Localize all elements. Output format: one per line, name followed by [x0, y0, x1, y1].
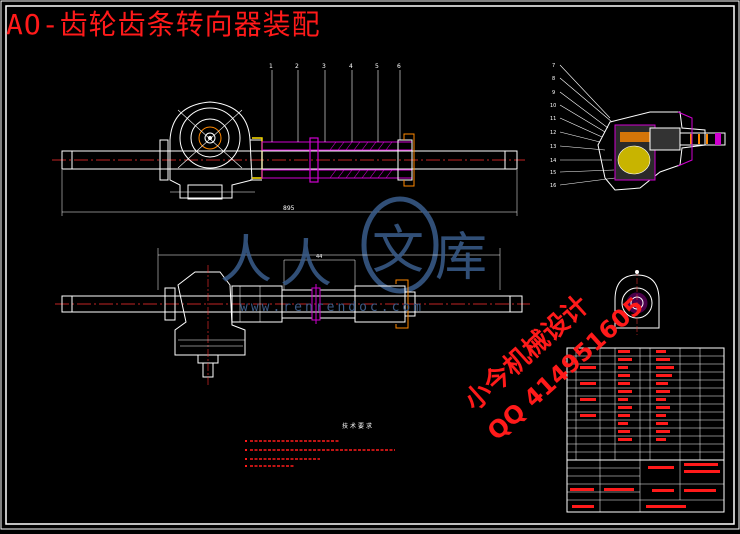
svg-text:14: 14: [550, 158, 556, 164]
end-section-view: [614, 270, 660, 335]
dim-center: 44: [316, 254, 322, 260]
tech-heading: 技术要求: [342, 422, 374, 430]
watermark-char-1: 人: [220, 231, 273, 291]
svg-text:3: 3: [322, 63, 326, 70]
svg-text:16: 16: [550, 183, 556, 189]
svg-text:12: 12: [550, 130, 556, 136]
watermark-logo: [361, 196, 439, 294]
drawing-title: AO-齿轮齿条转向器装配: [6, 8, 321, 41]
svg-text:8: 8: [552, 76, 555, 82]
top-view: 44: [55, 248, 530, 385]
svg-text:5: 5: [375, 63, 379, 70]
svg-text:9: 9: [552, 90, 555, 96]
svg-text:2: 2: [295, 63, 299, 70]
parts-list-table: [566, 347, 725, 513]
svg-text:4: 4: [349, 63, 353, 70]
svg-text:11: 11: [550, 116, 556, 122]
svg-text:15: 15: [550, 170, 556, 176]
sheet-border-inner: [5, 5, 735, 525]
watermark-char-4: 库: [435, 228, 488, 288]
svg-text:6: 6: [397, 63, 401, 70]
svg-text:7: 7: [552, 63, 555, 69]
dim-overall: 895: [283, 205, 295, 212]
side-section-view: 7 8 9 10 11 12 13 14 15 16: [550, 63, 726, 191]
watermark-char-3: 文: [372, 221, 425, 281]
svg-text:1: 1: [269, 63, 273, 70]
svg-text:10: 10: [550, 103, 556, 109]
svg-text:13: 13: [550, 144, 556, 150]
front-view: 1 2 3 4 5 6 895: [52, 63, 525, 216]
technical-requirements: 技术要求: [245, 422, 395, 467]
watermark-char-2: 人: [280, 235, 333, 295]
watermark-site: www.renrendoc.com: [240, 300, 425, 315]
